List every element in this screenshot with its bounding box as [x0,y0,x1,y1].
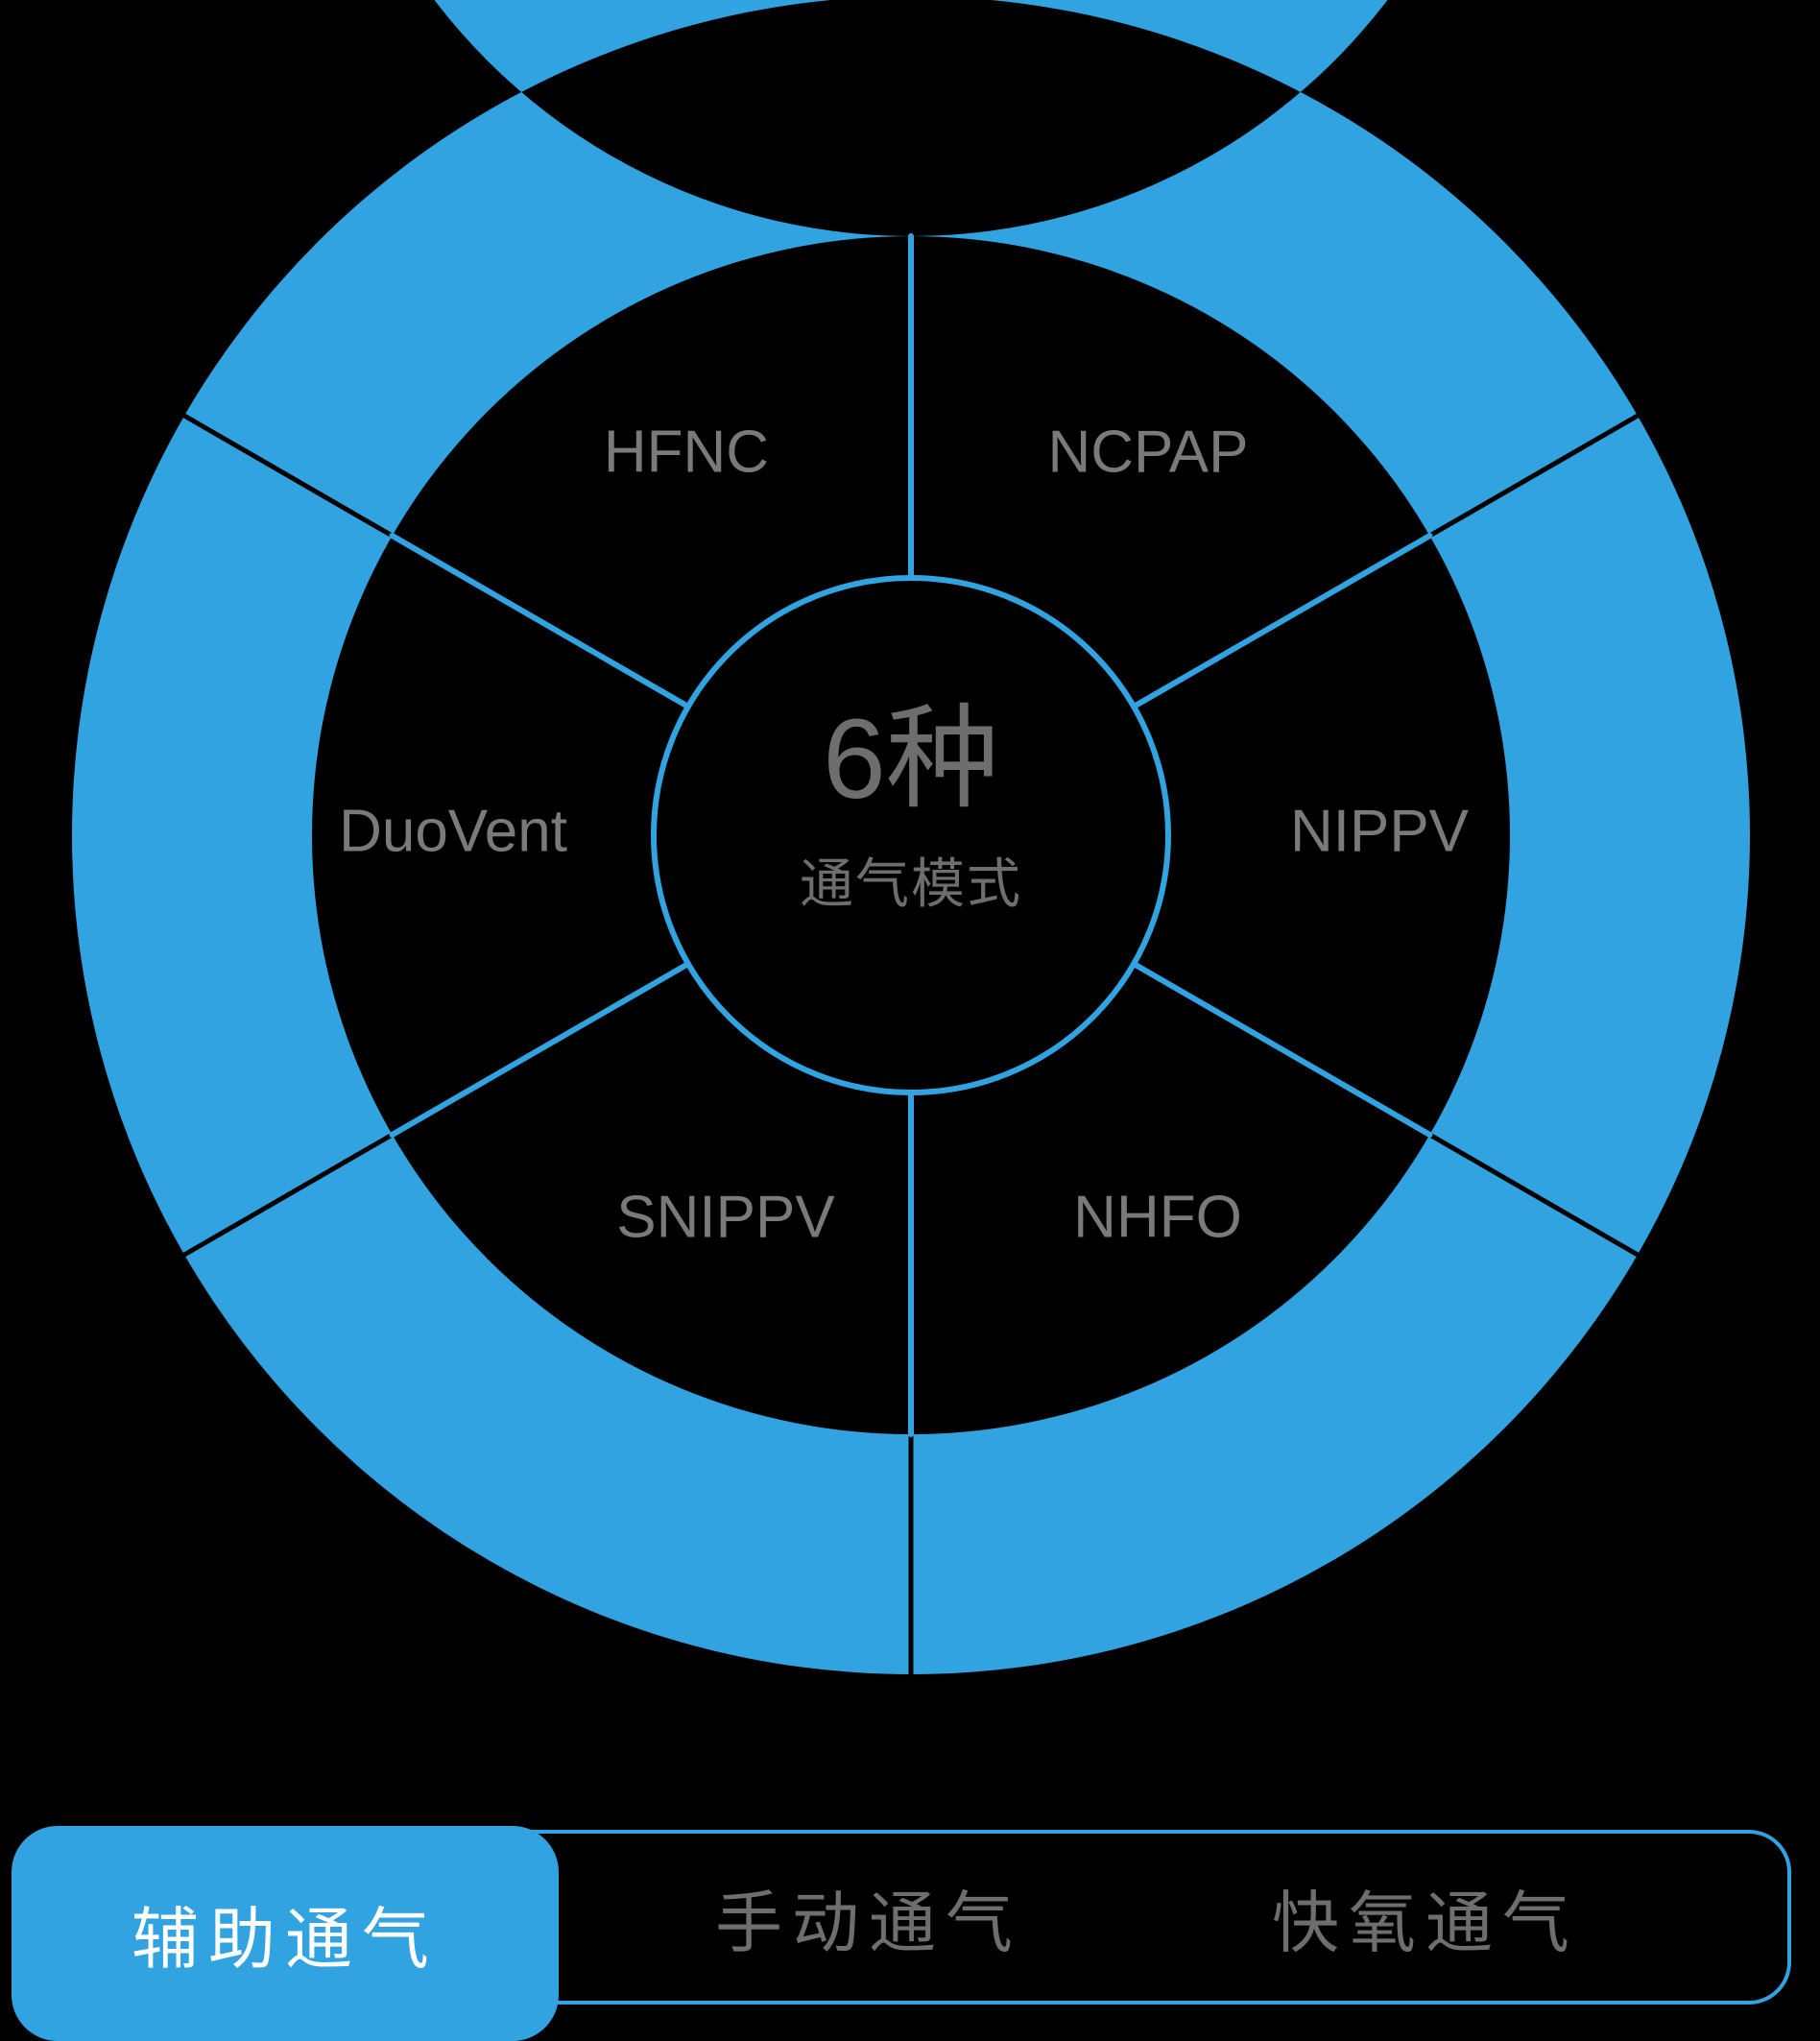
segment-label-nhfo: NHFO [1073,1184,1242,1250]
hub-subtitle-text: 通气模式 [800,853,1022,914]
hub-circle [651,575,1171,1095]
segment-label-duovent: DuoVent [339,798,567,864]
tab-assisted-ventilation[interactable]: 辅助通气 [12,1826,559,2041]
segment-label-hfnc: HFNC [604,419,769,485]
segment-label-snippv: SNIPPV [616,1184,835,1250]
segment-label-nippv: NIPPV [1290,798,1470,864]
tab-manual-label: 手动通气 [715,1885,1022,1960]
donut-chart-svg: HFNC NCPAP NIPPV NHFO SNIPPV DuoVent 6种 … [71,0,1750,1674]
tab-assisted-label: 辅助通气 [132,1901,439,1977]
outer-ring-dividers [182,0,1640,1674]
ventilation-mode-tabs: 手动通气 快氧通气 辅助通气 [0,1814,1820,2041]
inner-disc-dividers [389,233,1433,1437]
tab-fastoxy-label: 快氧通气 [1272,1885,1579,1960]
tab-manual-ventilation[interactable]: 手动通气 [662,1830,1075,2005]
segment-label-ncpap: NCPAP [1047,419,1248,485]
hub-count-text: 6种 [823,696,999,823]
tab-fast-oxygen-ventilation[interactable]: 快氧通气 [1219,1830,1632,2005]
ventilation-mode-wheel: HFNC NCPAP NIPPV NHFO SNIPPV DuoVent 6种 … [71,0,1750,1674]
